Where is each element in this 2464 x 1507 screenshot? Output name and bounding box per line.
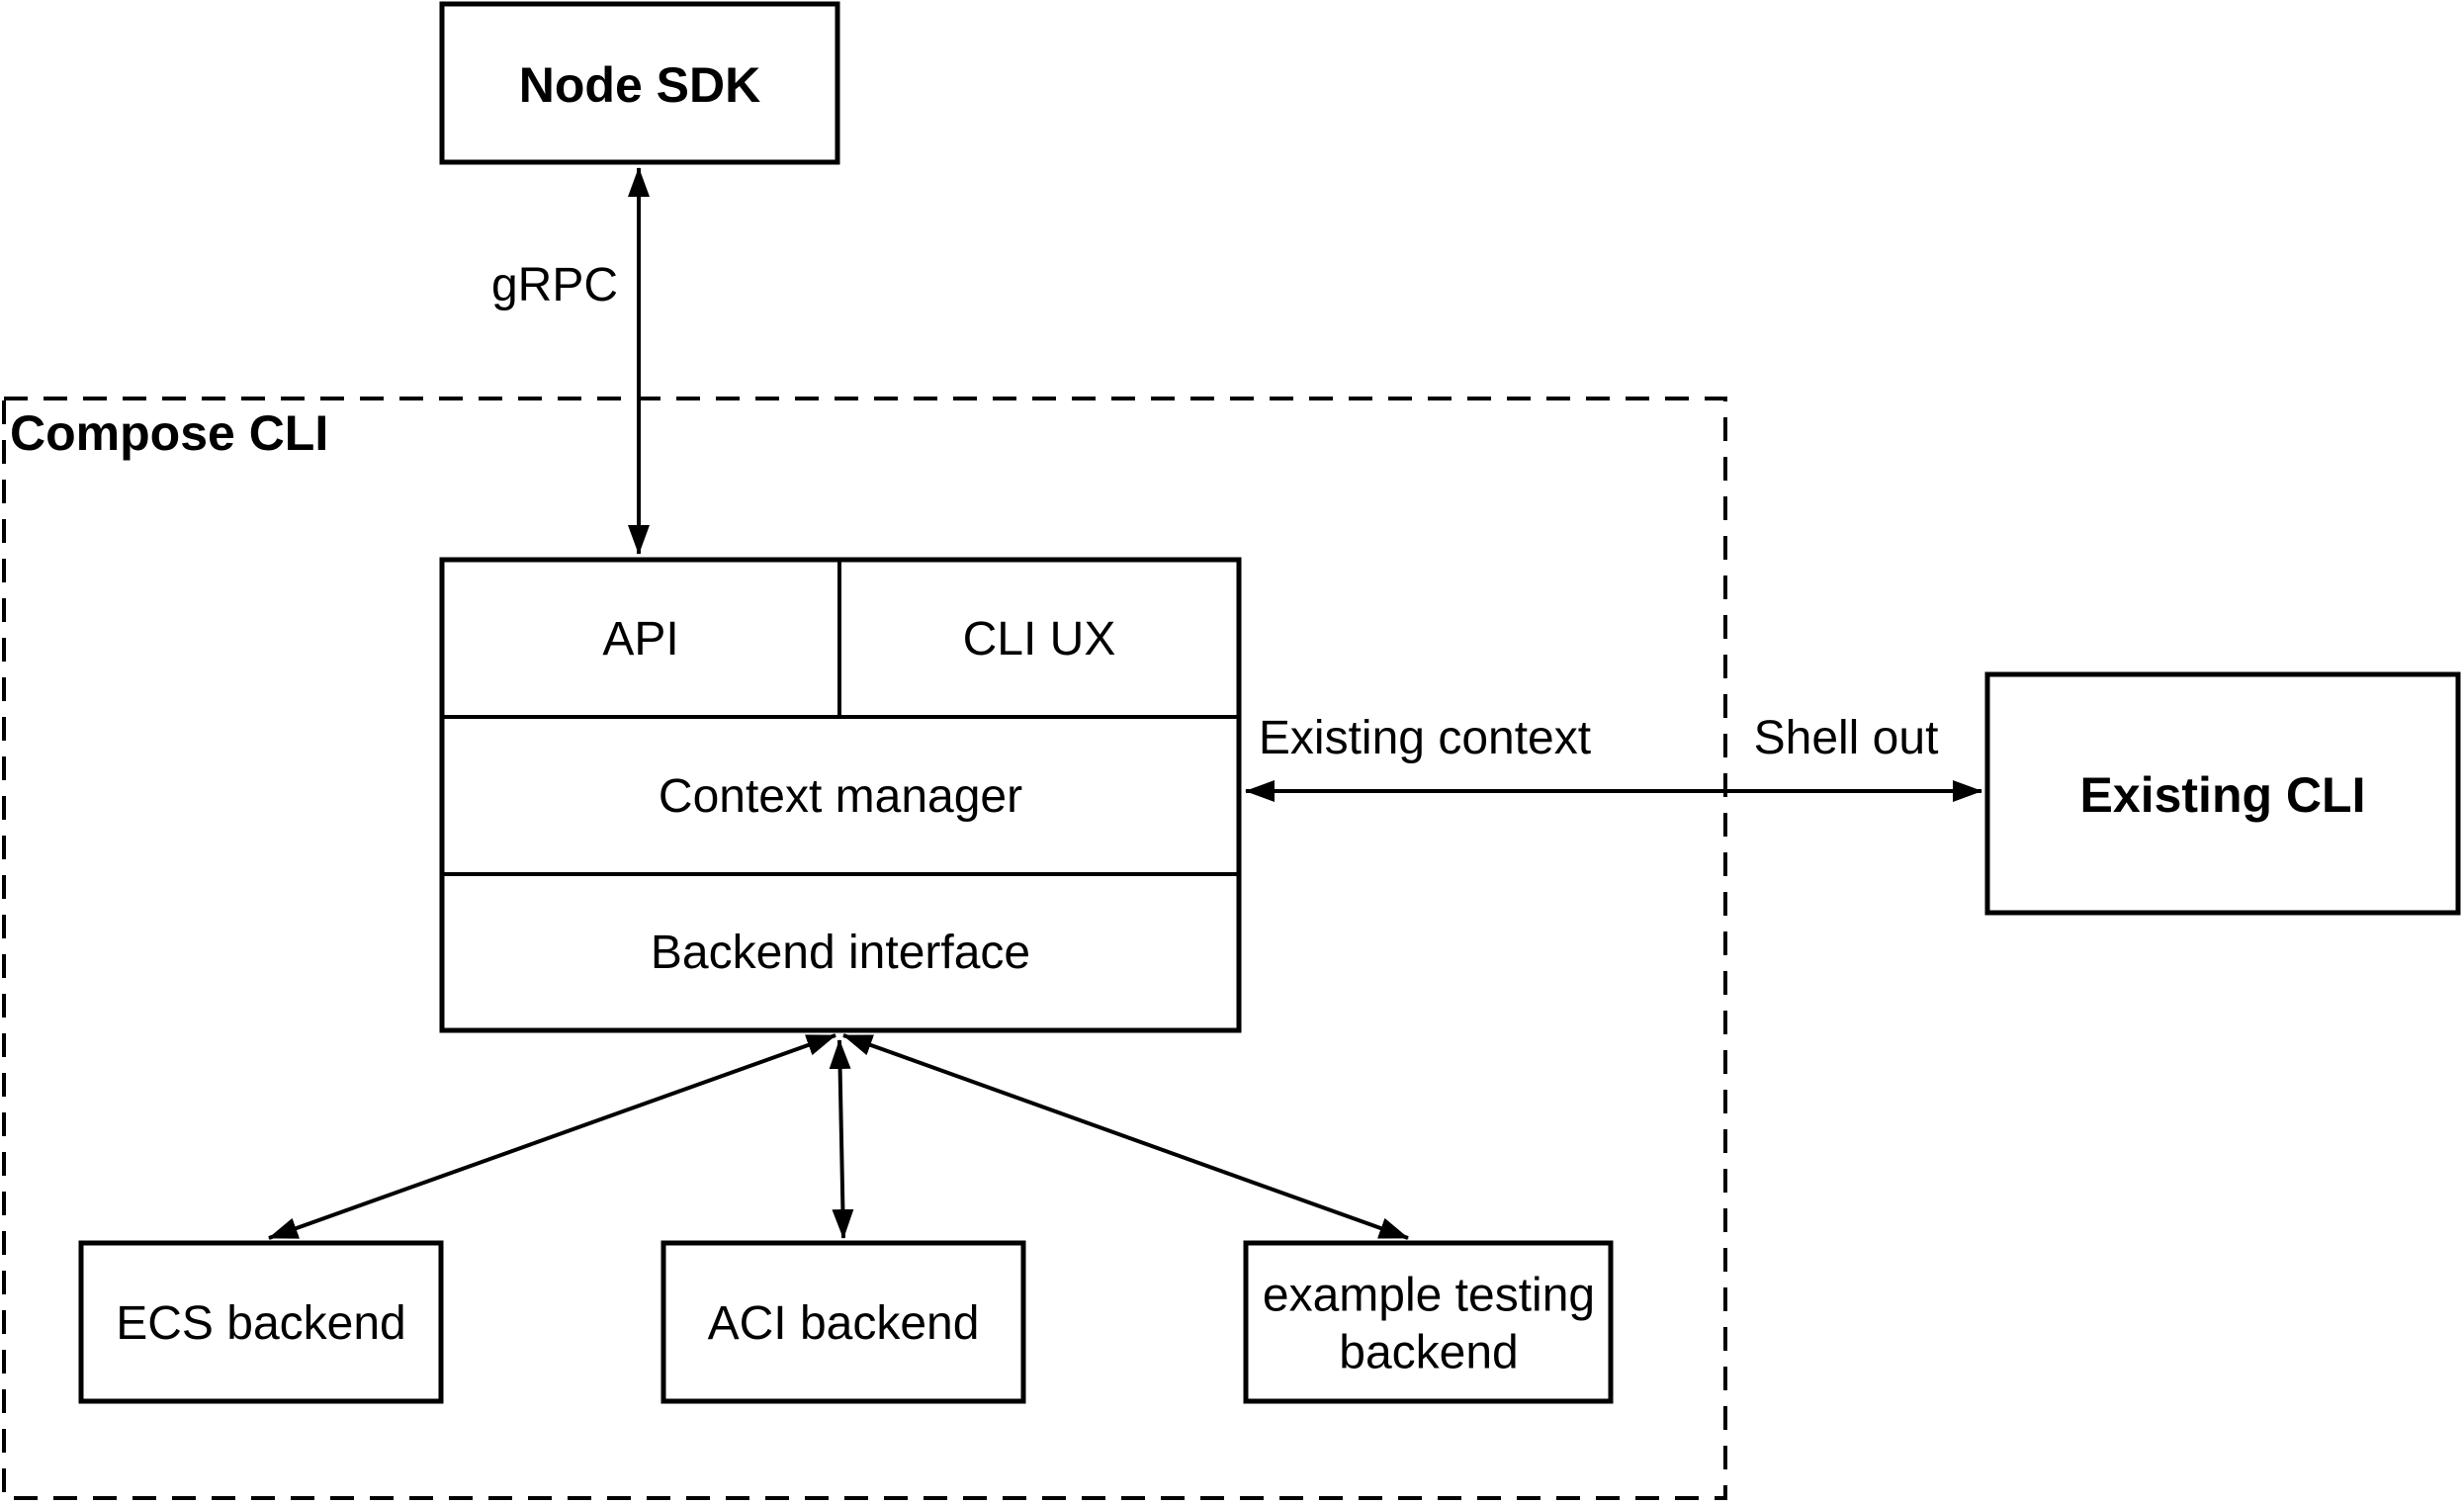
node-sdk-label: Node SDK xyxy=(518,57,761,113)
backend-ecs-arrow xyxy=(268,1033,836,1240)
context-manager-label: Context manager xyxy=(658,770,1023,824)
backend-interface-label: Backend interface xyxy=(650,927,1031,980)
existing-context-edge-label: Existing context xyxy=(1258,712,1592,765)
compose-cli-container-label: Compose CLI xyxy=(10,405,329,461)
existing-cli-label: Existing CLI xyxy=(2079,767,2366,823)
cli-ux-label: CLI UX xyxy=(962,613,1116,666)
shell-out-edge-label: Shell out xyxy=(1753,712,1939,765)
example-testing-backend-label: example testing backend xyxy=(1262,1269,1596,1378)
backend-example-arrow xyxy=(842,1033,1409,1240)
ecs-backend-label: ECS backend xyxy=(116,1297,406,1351)
grpc-edge-label: gRPC xyxy=(490,259,619,312)
aci-backend-label: ACI backend xyxy=(707,1297,980,1351)
api-label: API xyxy=(602,613,679,666)
backend-aci-arrow xyxy=(829,1039,854,1239)
